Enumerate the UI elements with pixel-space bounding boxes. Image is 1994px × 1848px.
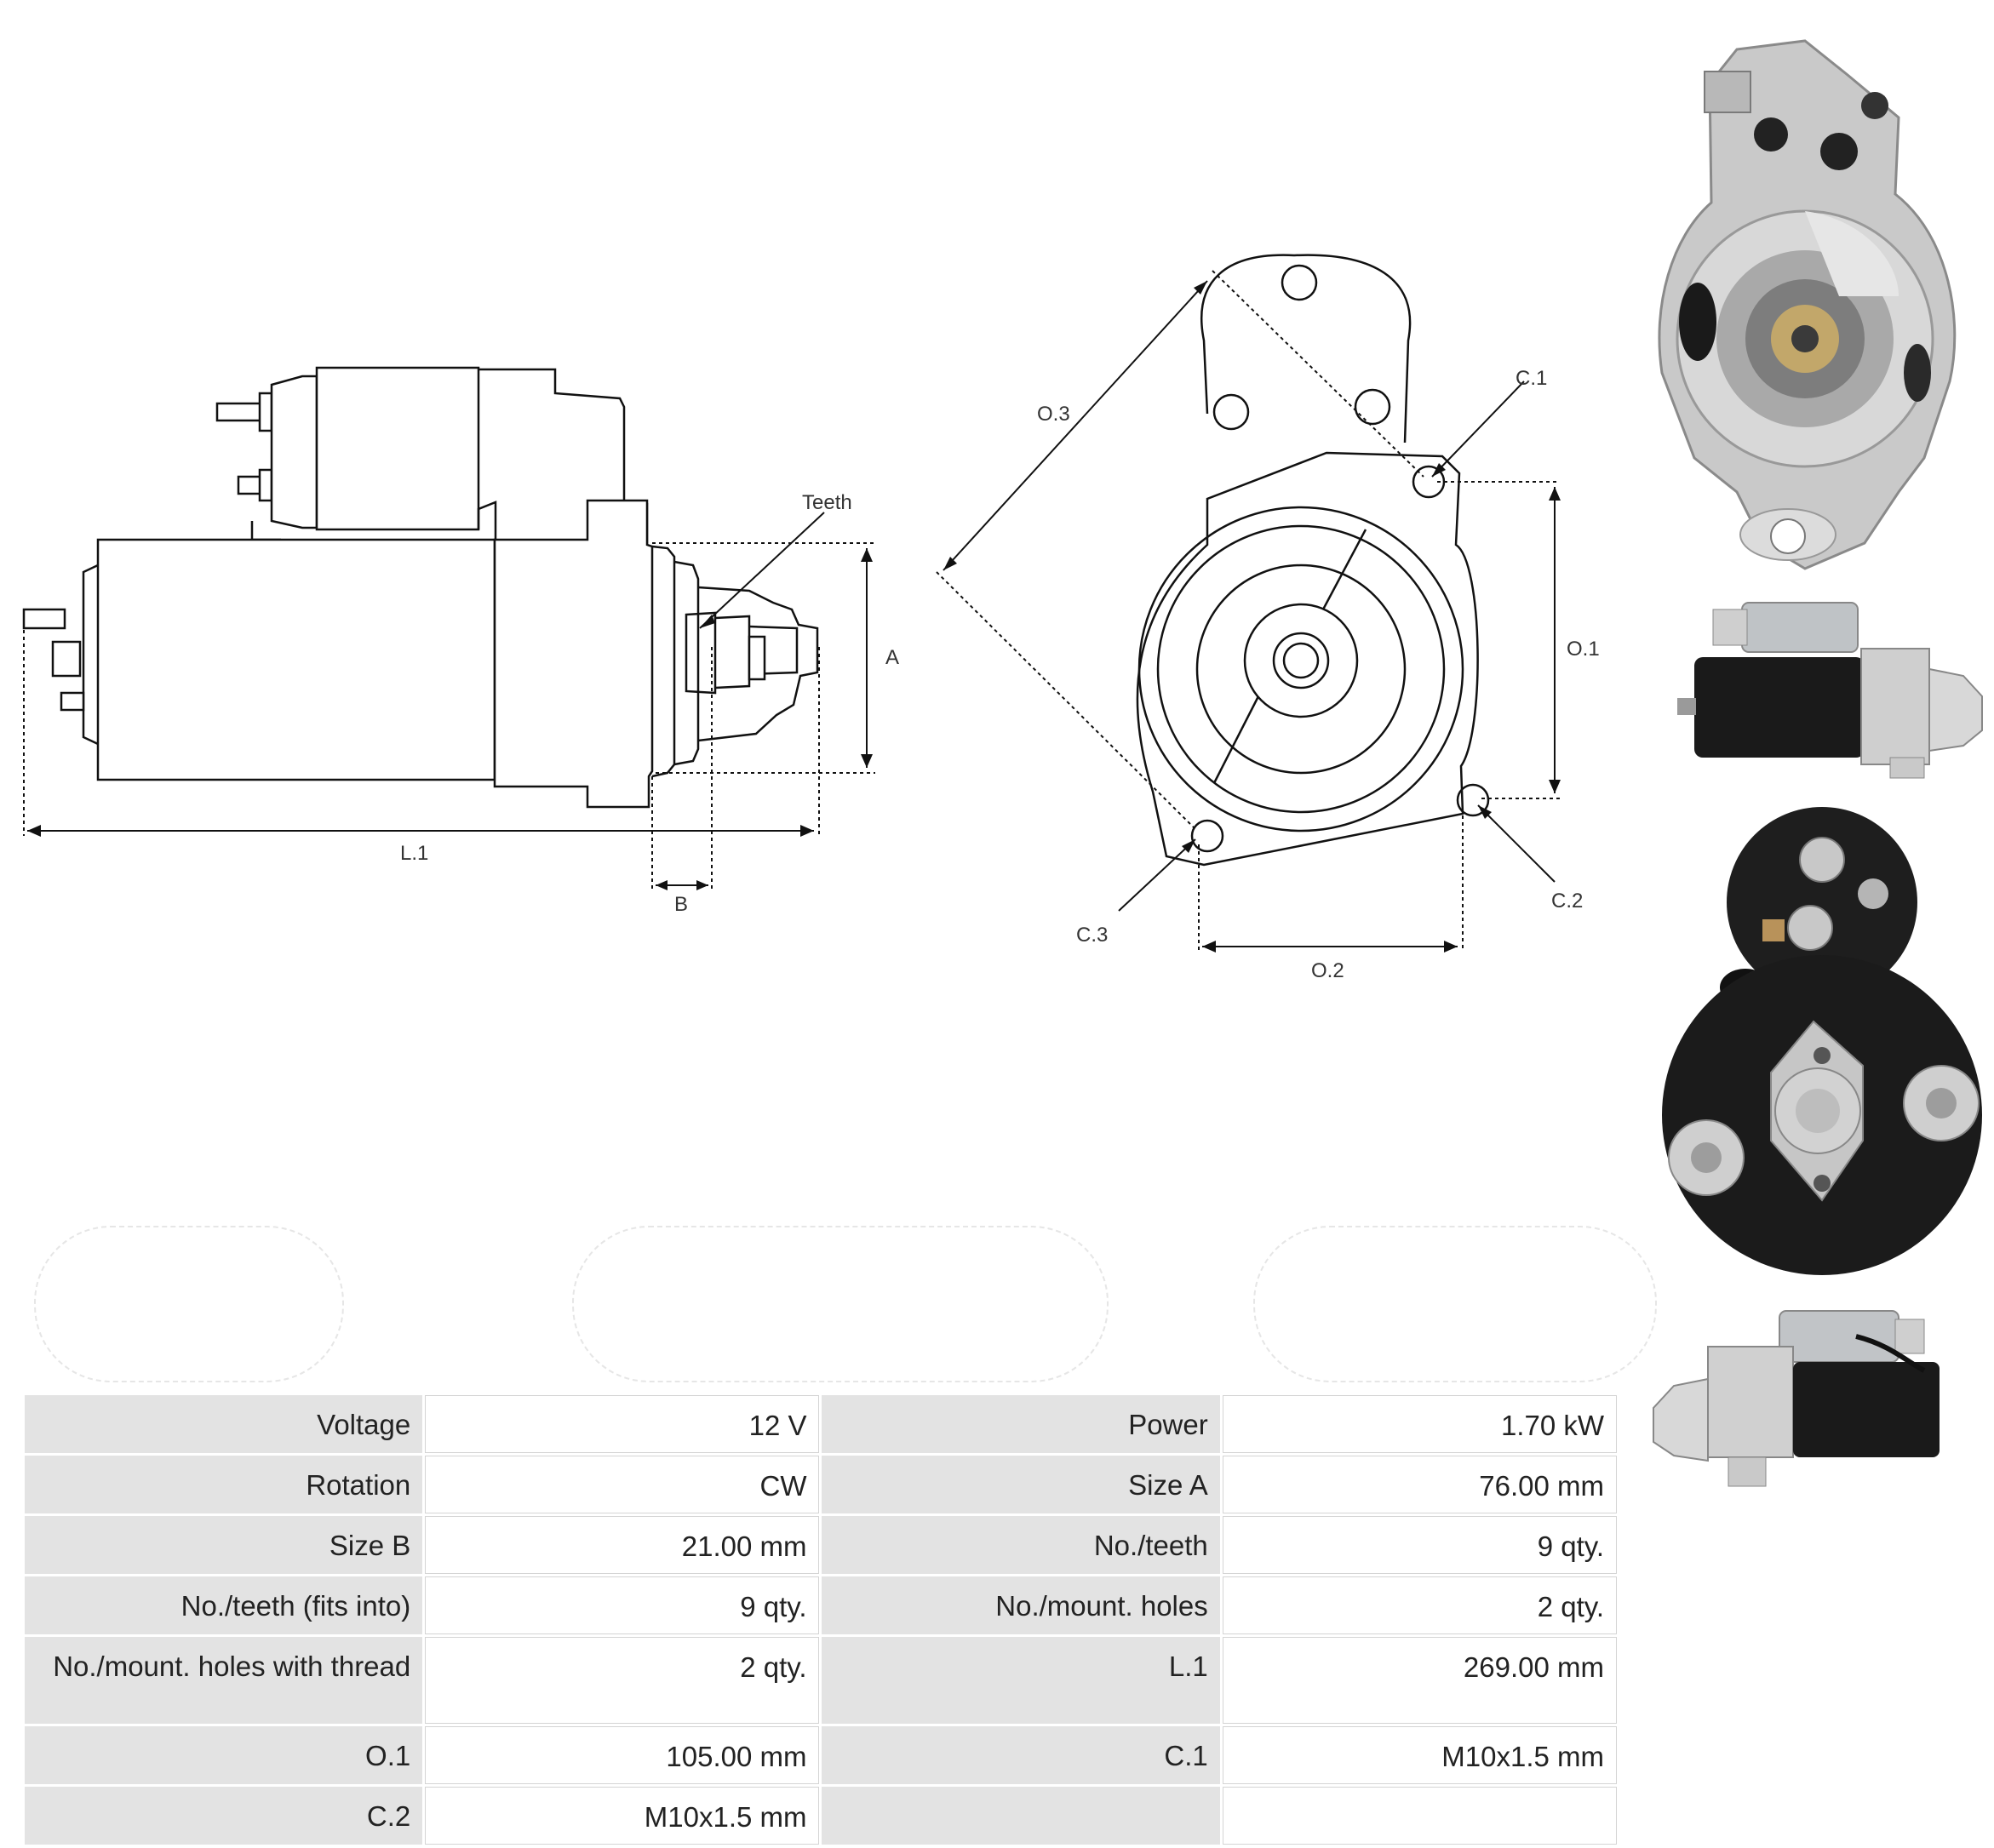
table-row: Voltage 12 V Power 1.70 kW — [25, 1395, 1617, 1453]
hole-c1-label: C.1 — [1516, 367, 1547, 390]
spec-value: M10x1.5 mm — [425, 1787, 820, 1845]
watermark-shape-3 — [1253, 1226, 1657, 1382]
technical-drawings: Teeth A L.1 B O.3 — [22, 254, 1600, 982]
photo-rear-end — [1662, 807, 1982, 1275]
dimension-o1-label: O.1 — [1567, 638, 1600, 661]
photo-drive-end — [1658, 39, 1957, 570]
teeth-label: Teeth — [802, 491, 852, 514]
spec-label: C.1 — [822, 1726, 1220, 1784]
hole-c3-label: C.3 — [1076, 924, 1108, 947]
spec-value: 76.00 mm — [1222, 1456, 1617, 1513]
dimension-l1-label: L.1 — [400, 842, 428, 865]
spec-value: 12 V — [425, 1395, 820, 1453]
dimension-b-label: B — [674, 893, 688, 916]
watermark-shape-2 — [572, 1226, 1109, 1382]
spec-label: L.1 — [822, 1637, 1220, 1724]
spec-value: 9 qty. — [425, 1576, 820, 1634]
spec-label: No./teeth — [822, 1516, 1220, 1574]
spec-value: 2 qty. — [1222, 1576, 1617, 1634]
table-row: C.2 M10x1.5 mm — [25, 1787, 1617, 1845]
table-row: No./teeth (fits into) 9 qty. No./mount. … — [25, 1576, 1617, 1634]
spec-value — [1222, 1787, 1617, 1845]
spec-label: Size A — [822, 1456, 1220, 1513]
spec-label: No./teeth (fits into) — [25, 1576, 423, 1634]
spec-label: Size B — [25, 1516, 423, 1574]
dimension-o3-label: O.3 — [1037, 403, 1070, 426]
table-row: O.1 105.00 mm C.1 M10x1.5 mm — [25, 1726, 1617, 1784]
product-photos — [1643, 0, 1994, 1515]
spec-value: 1.70 kW — [1222, 1395, 1617, 1453]
watermark-shape-1 — [34, 1226, 344, 1382]
spec-label: Power — [822, 1395, 1220, 1453]
front-view-drawing — [1136, 254, 1490, 867]
spec-value: 2 qty. — [425, 1637, 820, 1724]
hole-c2-label: C.2 — [1551, 890, 1583, 913]
spec-value: 269.00 mm — [1222, 1637, 1617, 1724]
specifications-table: Voltage 12 V Power 1.70 kW Rotation CW S… — [22, 1393, 1619, 1847]
spec-label: Rotation — [25, 1456, 423, 1513]
spec-value: 21.00 mm — [425, 1516, 820, 1574]
dimension-o2-label: O.2 — [1311, 959, 1344, 982]
spec-label: O.1 — [25, 1726, 423, 1784]
table-row: No./mount. holes with thread 2 qty. L.1 … — [25, 1637, 1617, 1724]
photo-side-mirrored — [1653, 1310, 1940, 1487]
spec-label — [822, 1787, 1220, 1845]
table-row: Size B 21.00 mm No./teeth 9 qty. — [25, 1516, 1617, 1574]
spec-value: 9 qty. — [1222, 1516, 1617, 1574]
spec-value: M10x1.5 mm — [1222, 1726, 1617, 1784]
photo-side — [1677, 602, 1983, 779]
table-row: Rotation CW Size A 76.00 mm — [25, 1456, 1617, 1513]
spec-label: No./mount. holes with thread — [25, 1637, 423, 1724]
spec-value: CW — [425, 1456, 820, 1513]
dimension-a-label: A — [885, 646, 899, 669]
side-view-drawing — [22, 366, 819, 809]
spec-label: Voltage — [25, 1395, 423, 1453]
spec-label: No./mount. holes — [822, 1576, 1220, 1634]
spec-value: 105.00 mm — [425, 1726, 820, 1784]
spec-label: C.2 — [25, 1787, 423, 1845]
